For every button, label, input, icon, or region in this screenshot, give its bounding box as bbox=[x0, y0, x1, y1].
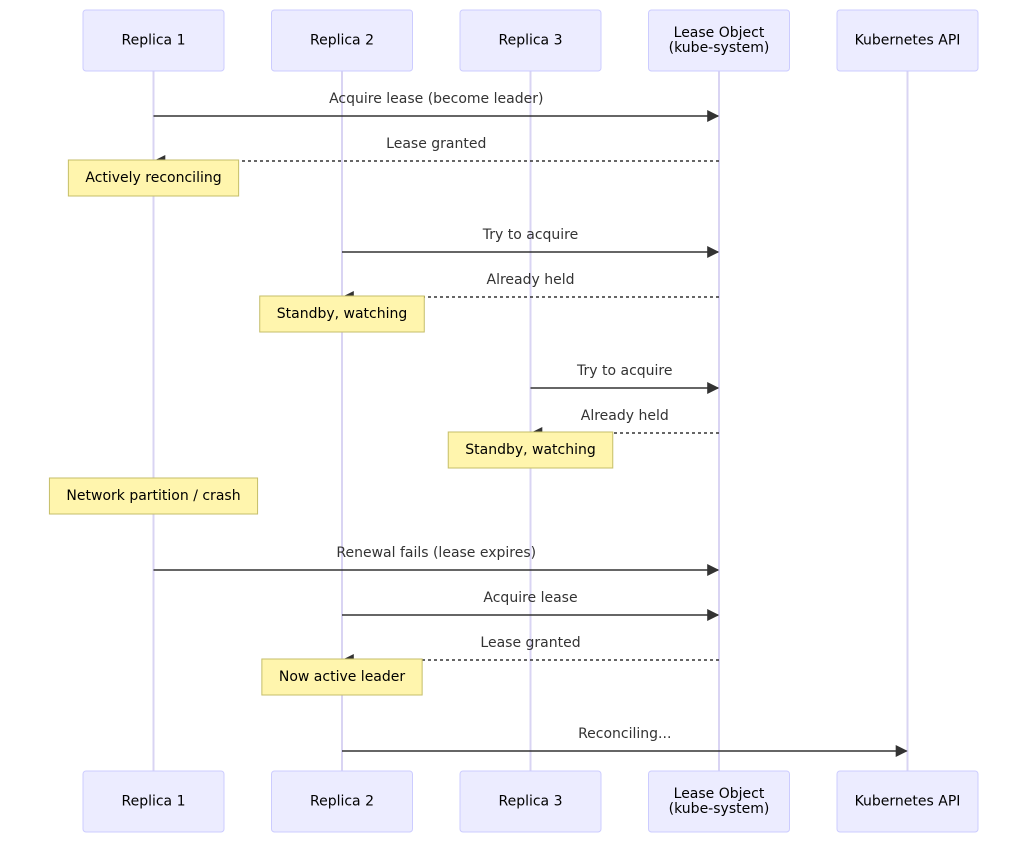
participant-box bbox=[459, 770, 602, 833]
participant-lease-bottom: Lease Object(kube-system) bbox=[648, 770, 790, 833]
participant-label: Lease Object bbox=[674, 25, 765, 41]
participant-r2-top: Replica 2 bbox=[271, 9, 413, 72]
participant-label: (kube-system) bbox=[669, 40, 770, 56]
participant-r1-bottom: Replica 1 bbox=[82, 770, 225, 833]
participant-label: Replica 3 bbox=[498, 794, 562, 810]
participant-r2-bottom: Replica 2 bbox=[271, 770, 413, 833]
message-label: Acquire lease bbox=[483, 590, 577, 606]
message-3: Try to acquire bbox=[342, 227, 720, 258]
participant-box bbox=[82, 770, 225, 833]
note-box bbox=[48, 477, 259, 515]
participant-label: Replica 1 bbox=[121, 33, 185, 49]
participant-box bbox=[836, 9, 979, 72]
note-2: Actively reconciling bbox=[67, 159, 240, 197]
message-11: Acquire lease bbox=[342, 590, 720, 621]
note-9: Network partition / crash bbox=[48, 477, 259, 515]
message-label: Try to acquire bbox=[482, 227, 578, 243]
participant-r3-top: Replica 3 bbox=[459, 9, 602, 72]
note-label: Actively reconciling bbox=[85, 170, 221, 186]
note-box bbox=[67, 159, 240, 197]
participant-label: Kubernetes API bbox=[855, 794, 961, 810]
message-label: Reconciling... bbox=[578, 726, 671, 742]
note-label: Network partition / crash bbox=[66, 488, 240, 504]
participant-label: Replica 2 bbox=[310, 33, 374, 49]
message-label: Renewal fails (lease expires) bbox=[336, 545, 536, 561]
participant-label: Replica 3 bbox=[498, 33, 562, 49]
participant-box bbox=[271, 770, 413, 833]
participant-box bbox=[648, 770, 790, 833]
message-7: Already held bbox=[530, 408, 719, 439]
participant-r1-top: Replica 1 bbox=[82, 9, 225, 72]
participant-label: Kubernetes API bbox=[855, 33, 961, 49]
message-0: Acquire lease (become leader) bbox=[153, 91, 720, 122]
message-label: Lease granted bbox=[480, 635, 580, 651]
participant-box bbox=[459, 9, 602, 72]
message-6: Try to acquire bbox=[530, 363, 720, 394]
participant-box bbox=[648, 9, 790, 72]
note-5: Standby, watching bbox=[259, 295, 425, 333]
participant-label: Replica 1 bbox=[121, 794, 185, 810]
note-label: Standby, watching bbox=[277, 306, 408, 322]
note-box bbox=[259, 295, 425, 333]
message-1: Lease granted bbox=[153, 136, 719, 167]
message-label: Try to acquire bbox=[576, 363, 672, 379]
participant-r3-bottom: Replica 3 bbox=[459, 770, 602, 833]
participant-box bbox=[271, 9, 413, 72]
message-label: Already held bbox=[581, 408, 669, 424]
participant-api-top: Kubernetes API bbox=[836, 9, 979, 72]
message-label: Acquire lease (become leader) bbox=[329, 91, 543, 107]
note-label: Standby, watching bbox=[465, 442, 596, 458]
note-box bbox=[261, 658, 423, 696]
participant-box bbox=[82, 9, 225, 72]
note-label: Now active leader bbox=[279, 669, 406, 685]
message-14: Reconciling... bbox=[342, 726, 908, 757]
messages: Acquire lease (become leader) Lease grant… bbox=[153, 91, 908, 757]
note-13: Now active leader bbox=[261, 658, 423, 696]
participant-box bbox=[836, 770, 979, 833]
note-box bbox=[447, 431, 614, 469]
participant-lease-top: Lease Object(kube-system) bbox=[648, 9, 790, 72]
participant-api-bottom: Kubernetes API bbox=[836, 770, 979, 833]
participant-label: (kube-system) bbox=[669, 801, 770, 817]
participant-label: Lease Object bbox=[674, 786, 765, 802]
participant-label: Replica 2 bbox=[310, 794, 374, 810]
participants: Replica 1 Replica 1 Replica 2 Replica 2 Repl… bbox=[82, 9, 979, 833]
message-label: Lease granted bbox=[386, 136, 486, 152]
message-10: Renewal fails (lease expires) bbox=[153, 545, 720, 576]
message-label: Already held bbox=[487, 272, 575, 288]
note-8: Standby, watching bbox=[447, 431, 614, 469]
